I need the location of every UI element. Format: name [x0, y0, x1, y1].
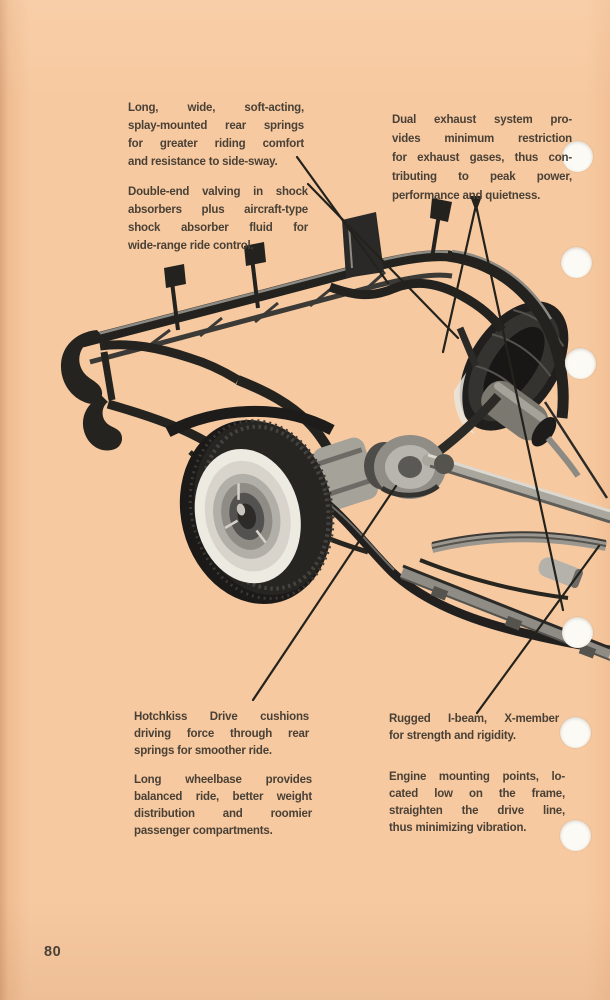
callout-shock-absorbers: Double-end valving in shock absorbers plu… — [128, 183, 308, 255]
callout-line: absorbers plus aircraft-type — [128, 204, 308, 216]
callout-hotchkiss-drive: Hotchkiss Drive cushions driving force th… — [134, 709, 309, 760]
callout-line: for strength and rigidity. — [389, 730, 516, 742]
callout-line: performance and quietness. — [392, 190, 541, 202]
front-wheel — [179, 419, 335, 605]
callout-line: Long, wide, soft-acting, — [128, 102, 304, 114]
callout-engine-mounts: Engine mounting points, lo-cated low on … — [389, 769, 565, 837]
callout-line: Hotchkiss Drive cushions — [134, 711, 309, 723]
binder-hole — [565, 348, 596, 379]
leader-lines — [251, 155, 601, 715]
callout-line: Long wheelbase provides — [134, 774, 312, 786]
callout-line: Dual exhaust system pro- — [392, 114, 572, 126]
xmember-leader — [475, 544, 601, 715]
frame-rails — [80, 249, 569, 419]
tailpipe — [545, 436, 581, 478]
callout-line: passenger compartments. — [134, 825, 273, 837]
callout-line: tributing to peak power, — [392, 171, 572, 183]
callout-dual-exhaust: Dual exhaust system pro-vides minimum re… — [392, 111, 572, 206]
callout-line: and resistance to side-sway. — [128, 156, 278, 168]
binder-hole — [562, 141, 593, 172]
exhaust-leader-left — [441, 203, 478, 354]
exhaust-pipe — [543, 401, 609, 499]
callout-line: wide-range ride control. — [128, 240, 254, 252]
engine-mount-cylinder — [538, 557, 583, 589]
callout-line: balanced ride, better weight — [134, 791, 312, 803]
page-number: 80 — [44, 944, 62, 960]
callout-line: vides minimum restriction — [392, 133, 572, 145]
callout-long-wheelbase: Long wheelbase provides balanced ride, be… — [134, 772, 312, 840]
callout-line: for exhaust gases, thus con- — [392, 152, 572, 164]
binder-hole — [562, 617, 593, 648]
callout-line: cated low on the frame, — [389, 788, 565, 800]
callout-line: distribution and roomier — [134, 808, 312, 820]
callout-line: shock absorber fluid for — [128, 222, 308, 234]
leaf-spring-right — [419, 558, 569, 600]
callout-line: driving force through rear — [134, 728, 309, 740]
callout-line: Rugged I-beam, X-member — [389, 713, 559, 725]
callout-line: straighten the drive line, — [389, 805, 565, 817]
callout-line: Engine mounting points, lo- — [389, 771, 565, 783]
muffler — [481, 380, 557, 447]
front-bumper-brackets — [60, 330, 241, 451]
rail-over-wheel — [165, 405, 335, 437]
binder-hole — [560, 820, 591, 851]
exhaust-leader-right — [474, 203, 565, 612]
exhaust-leader-arrow — [470, 196, 482, 212]
callout-line: for greater riding comfort — [128, 138, 304, 150]
binder-hole — [561, 247, 592, 278]
callout-line: springs for smoother ride. — [134, 745, 272, 757]
binder-hole — [560, 717, 591, 748]
shock-absorber — [456, 326, 480, 368]
callout-line: Double-end valving in shock — [128, 186, 308, 198]
callout-rear-springs: Long, wide, soft-acting, splay-mounted re… — [128, 99, 304, 171]
hotchkiss-leader — [251, 484, 398, 702]
callout-line: thus minimizing vibration. — [389, 822, 527, 834]
drive-shaft — [422, 453, 610, 524]
callout-x-member: Rugged I-beam, X-member for strength and … — [389, 711, 559, 745]
callout-line: splay-mounted rear springs — [128, 120, 304, 132]
shock-leader — [306, 182, 460, 340]
